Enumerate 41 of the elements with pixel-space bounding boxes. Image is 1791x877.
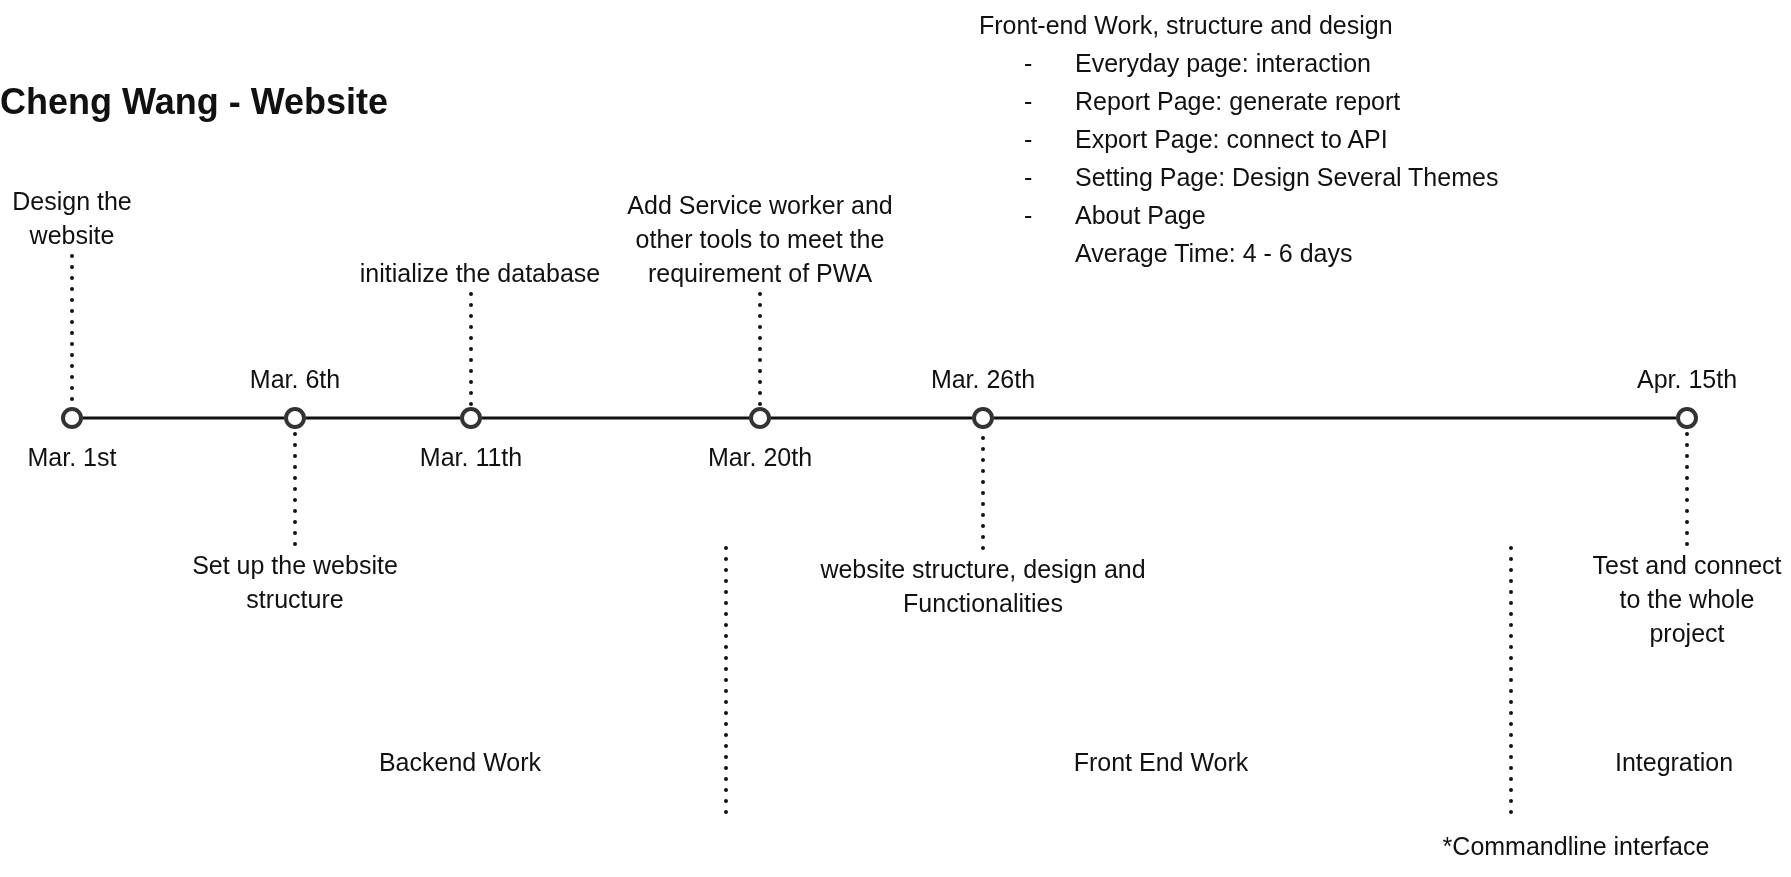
- list-dash: -: [1024, 86, 1033, 117]
- timeline-dot: [284, 407, 306, 429]
- list-dash: -: [1024, 124, 1033, 155]
- date-label: Mar. 20th: [707, 442, 813, 473]
- list-dash: -: [1024, 162, 1033, 193]
- timeline-line: [306, 416, 460, 420]
- list-item: Everyday page: interaction: [1075, 48, 1371, 79]
- section-label: Front End Work: [1073, 747, 1249, 778]
- milestone-text: website structure, design and Functionalities: [793, 552, 1173, 620]
- section-label: Integration: [1614, 747, 1734, 778]
- timeline-line: [482, 416, 749, 420]
- timeline-dot: [460, 407, 482, 429]
- list-item: Report Page: generate report: [1075, 86, 1401, 117]
- footnote: *Commandline interface: [1442, 831, 1710, 862]
- note-text: Average Time: 4 - 6 days: [1075, 238, 1353, 269]
- note-heading: Front-end Work, structure and design: [979, 10, 1393, 41]
- list-item: Setting Page: Design Several Themes: [1075, 162, 1499, 193]
- leader-line: [758, 292, 762, 409]
- milestone-text: Add Service worker and other tools to meet the requirement of PWA: [615, 188, 905, 290]
- milestone-text: Design the website: [0, 184, 157, 252]
- timeline-dot: [1676, 407, 1698, 429]
- date-label: Mar. 26th: [930, 364, 1036, 395]
- section-label: Backend Work: [378, 747, 542, 778]
- timeline-line: [994, 416, 1676, 420]
- date-label: Mar. 11th: [419, 442, 523, 473]
- list-dash: -: [1024, 200, 1033, 231]
- list-item: About Page: [1075, 200, 1206, 231]
- milestone-text: Test and connect to the whole project: [1587, 548, 1787, 650]
- timeline-dot: [61, 407, 83, 429]
- date-label: Mar. 6th: [249, 364, 341, 395]
- list-dash: -: [1024, 48, 1033, 79]
- leader-line: [469, 292, 473, 409]
- date-label: Mar. 1st: [27, 442, 117, 473]
- timeline-line: [771, 416, 972, 420]
- timeline-dot: [972, 407, 994, 429]
- list-item: Export Page: connect to API: [1075, 124, 1388, 155]
- timeline-line: [83, 416, 284, 420]
- timeline-dot: [749, 407, 771, 429]
- date-label: Apr. 15th: [1636, 364, 1738, 395]
- milestone-text: Set up the website structure: [160, 548, 430, 616]
- milestone-text: initialize the database: [355, 256, 605, 290]
